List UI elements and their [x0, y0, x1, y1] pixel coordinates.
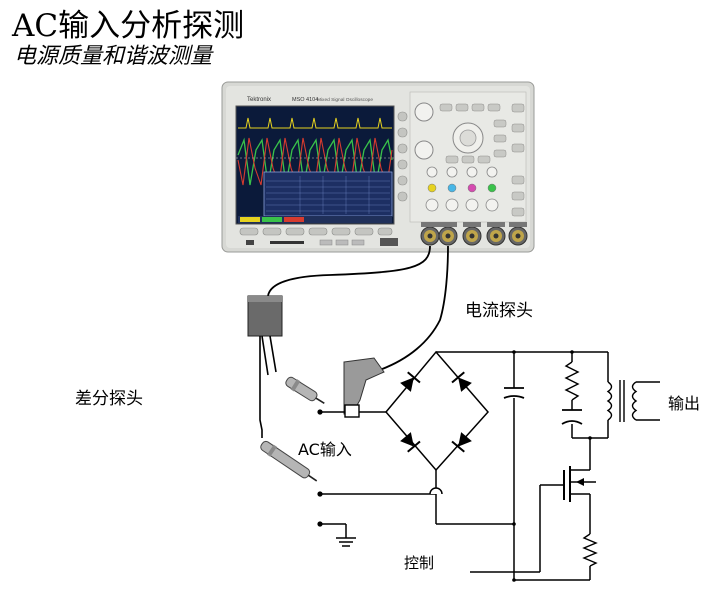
probe-cables [267, 245, 449, 373]
bridge-diodes [400, 371, 472, 453]
wire-crossover [429, 487, 443, 495]
label-output: 输出 [668, 394, 701, 413]
scope-model: MSO 4104 [292, 97, 318, 103]
differential-probe [247, 295, 325, 482]
scope-model-desc: Mixed Signal Oscilloscope [317, 97, 373, 103]
power-circuit [320, 350, 609, 581]
snubber [561, 361, 583, 425]
label-ac-input: AC输入 [298, 440, 352, 459]
source-resistor [582, 533, 598, 567]
scope-brand: Tektronix [247, 97, 271, 103]
label-control: 控制 [404, 554, 435, 572]
oscilloscope: Tektronix MSO 4104 Mixed Signal Oscillos… [221, 81, 535, 253]
control-panel [409, 91, 527, 223]
mosfet-arrow [576, 478, 584, 486]
bnc-inputs [420, 222, 528, 246]
transformer [606, 380, 660, 422]
label-current-probe: 电流探头 [465, 301, 533, 321]
terminals [317, 350, 592, 582]
page-title: AC输入分析探测 [12, 8, 245, 44]
label-diff-probe: 差分探头 [75, 389, 143, 409]
page-subtitle: 电源质量和谐波测量 [14, 44, 213, 69]
scope-screen [235, 105, 395, 225]
current-probe [343, 357, 385, 418]
bezel-buttons [239, 227, 393, 236]
